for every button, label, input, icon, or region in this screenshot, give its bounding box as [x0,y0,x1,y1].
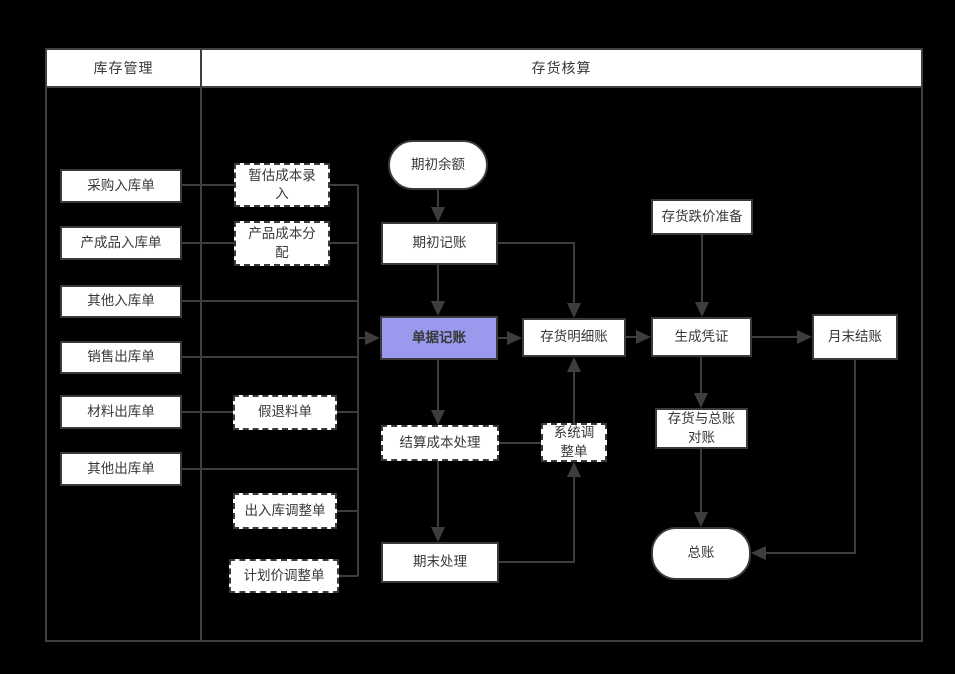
lane-header-inventory-management: 库存管理 [45,48,202,88]
edge-opening-bookkeeping-to-subledger [498,242,581,318]
node-purchase-receipt: 采购入库单 [60,169,182,203]
node-opening-bookkeeping: 期初记账 [381,222,498,265]
node-opening-balance: 期初余额 [388,140,488,190]
node-sales-issue: 销售出库单 [60,341,182,374]
node-general-ledger: 总账 [651,527,751,580]
node-inventory-gl-reconciliation: 存货与总账对账 [655,408,748,449]
node-other-receipt: 其他入库单 [60,285,182,318]
node-inventory-devaluation: 存货跌价准备 [651,199,753,235]
lane-title: 存货核算 [531,60,592,76]
node-cost-settlement: 结算成本处理 [381,425,499,461]
lane-body-inventory-accounting [200,86,923,642]
lane-title: 库存管理 [93,60,154,76]
node-month-end-closing: 月末结账 [812,314,898,360]
node-system-adjustment: 系统调整单 [541,423,607,462]
node-planned-price-adjustment: 计划价调整单 [229,559,339,593]
node-finished-goods-receipt: 产成品入库单 [60,226,182,260]
edge-month-end-to-general-ledger [751,360,856,560]
node-inventory-subledger: 存货明细账 [522,318,626,357]
node-period-end-processing: 期末处理 [381,542,499,583]
node-other-issue: 其他出库单 [60,452,182,486]
node-material-issue: 材料出库单 [60,395,182,429]
node-generate-voucher: 生成凭证 [651,317,752,357]
node-inout-adjustment: 出入库调整单 [233,493,337,529]
node-document-bookkeeping: 单据记账 [380,316,498,360]
node-estimated-cost-entry: 暂估成本录入 [234,163,330,207]
node-pseudo-return: 假退料单 [233,395,337,430]
edge-period-end-to-system-adjustment [499,462,581,563]
node-product-cost-allocation: 产品成本分配 [234,221,330,266]
